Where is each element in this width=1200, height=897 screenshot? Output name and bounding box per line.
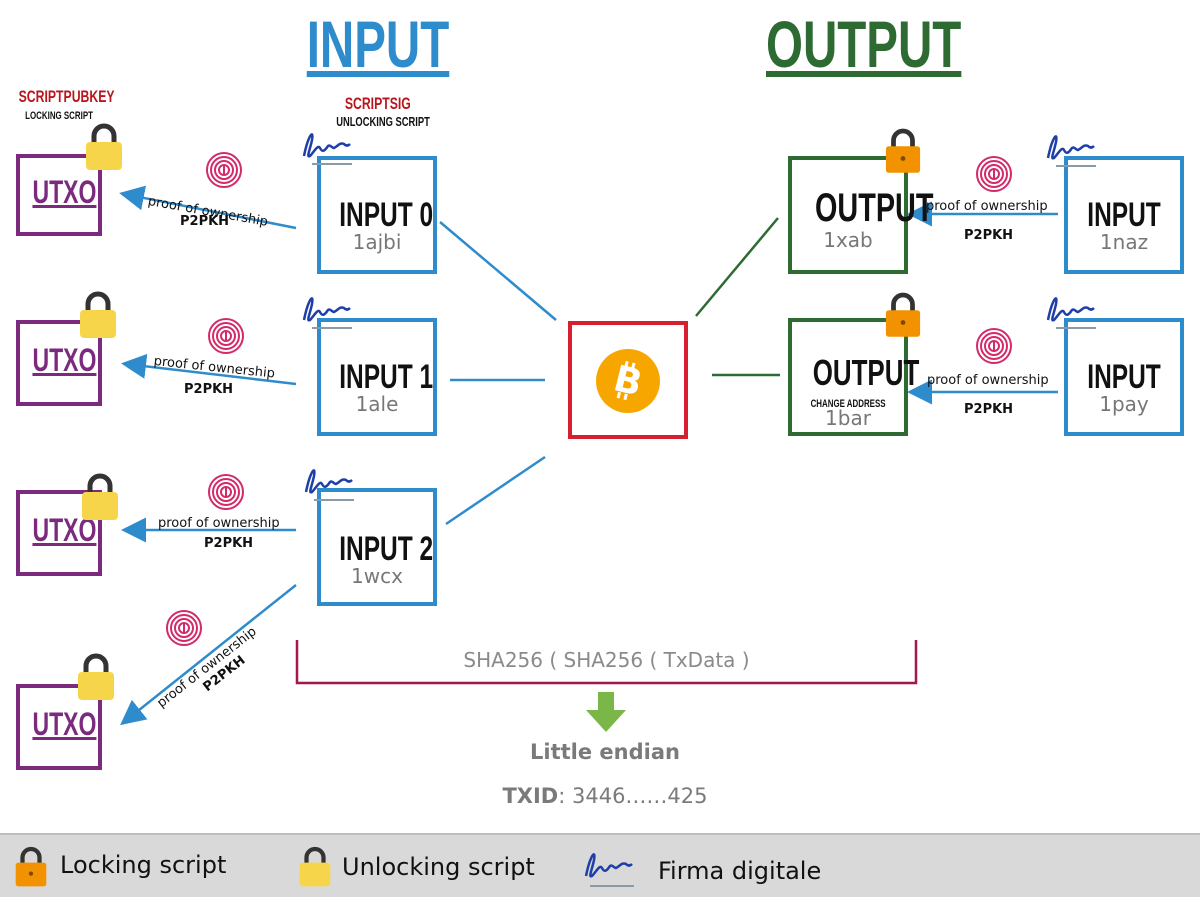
utxo-label: UTXO <box>32 706 97 742</box>
output-sublabel: CHANGE ADDRESS <box>810 398 886 410</box>
fingerprint-icon <box>206 152 242 188</box>
lock-icon <box>82 473 118 520</box>
legend-bar: Locking script Unlocking script Firma di… <box>0 833 1200 897</box>
output-box-1: OUTPUT CHANGE ADDRESS 1bar <box>788 318 919 436</box>
input-address: 1wcx <box>351 564 403 588</box>
utxo-label: UTXO <box>32 174 97 210</box>
p2pkh-label: P2PKH <box>204 536 254 551</box>
input-label: INPUT <box>1087 196 1161 234</box>
down-arrow-icon <box>586 692 626 732</box>
signature-icon <box>584 853 634 887</box>
proof-arrow-1 <box>121 353 297 386</box>
signature-icon <box>1046 297 1096 329</box>
legend-signature: Firma digitale <box>658 857 822 885</box>
scriptpubkey-title: SCRIPTPUBKEY <box>18 87 115 106</box>
input-label: INPUT 2 <box>339 530 434 568</box>
input-box-2: INPUT 2 1wcx <box>317 488 437 606</box>
bitcoin-icon: B <box>596 349 660 413</box>
lock-icon <box>80 291 116 338</box>
input-address: 1naz <box>1099 230 1149 254</box>
lock-icon <box>86 123 122 170</box>
signature-icon <box>302 133 352 165</box>
utxo-box-3: UTXO <box>16 684 102 770</box>
input-address: 1ale <box>355 392 399 416</box>
input-label: INPUT <box>1087 358 1161 396</box>
input-label: INPUT 0 <box>339 196 434 234</box>
input-heading: INPUT <box>306 7 450 81</box>
output-label: OUTPUT <box>812 352 920 393</box>
p2pkh-label: P2PKH <box>184 382 234 397</box>
proof-label: proof of ownership <box>926 199 1048 214</box>
scriptsig-subtitle: UNLOCKING SCRIPT <box>336 113 430 129</box>
proof-label: proof of ownership <box>158 516 280 531</box>
proof-label: proof of ownership <box>927 373 1049 388</box>
utxo-box-0: UTXO <box>16 154 102 236</box>
signature-icon <box>304 469 354 501</box>
proof-arrow-3 <box>120 584 297 726</box>
output-label: OUTPUT <box>815 186 934 230</box>
signature-icon <box>1046 135 1096 167</box>
output-box-0: OUTPUT 1xab <box>788 156 933 274</box>
lock-icon <box>885 292 921 337</box>
output-address: 1xab <box>823 228 873 252</box>
output-address: 1bar <box>825 406 871 430</box>
fingerprint-icon <box>166 610 202 646</box>
link-input2-tx <box>445 455 546 526</box>
proof-arrow-0 <box>119 185 297 230</box>
lock-icon <box>299 846 331 887</box>
right-input-box-0: INPUT 1naz <box>1064 156 1184 274</box>
scriptsig-title: SCRIPTSIG <box>345 94 411 113</box>
input-box-1: INPUT 1 1ale <box>317 318 437 436</box>
transaction-box: B <box>568 321 688 439</box>
signature-icon <box>302 297 352 329</box>
input-address: 1ajbi <box>352 230 402 254</box>
p2pkh-label: P2PKH <box>964 402 1014 417</box>
little-endian-label: Little endian <box>530 740 680 764</box>
input-box-0: INPUT 0 1ajbi <box>317 156 437 274</box>
hash-bracket <box>295 640 918 685</box>
link-tx-output0 <box>695 217 779 317</box>
output-heading: OUTPUT <box>765 7 962 81</box>
p2pkh-label: P2PKH <box>964 228 1014 243</box>
p2pkh-label: P2PKH <box>180 214 230 229</box>
fingerprint-icon <box>976 156 1012 192</box>
fingerprint-icon <box>976 328 1012 364</box>
lock-icon <box>885 128 921 173</box>
fingerprint-icon <box>208 318 244 354</box>
right-input-box-1: INPUT 1pay <box>1064 318 1184 436</box>
utxo-box-1: UTXO <box>16 320 102 406</box>
lock-icon <box>15 846 47 887</box>
txid-label: TXID <box>502 784 559 808</box>
fingerprint-icon <box>208 474 244 510</box>
utxo-label: UTXO <box>32 342 97 378</box>
link-input0-tx <box>439 221 557 321</box>
input-address: 1pay <box>1099 392 1149 416</box>
scriptpubkey-subtitle: LOCKING SCRIPT <box>25 109 93 122</box>
input-label: INPUT 1 <box>339 358 434 396</box>
legend-locking: Locking script <box>60 851 227 879</box>
lock-icon <box>78 653 114 700</box>
legend-unlocking: Unlocking script <box>342 853 535 881</box>
hash-formula: SHA256 ( SHA256 ( TxData ) <box>463 648 750 672</box>
txid-value: : 3446……425 <box>558 784 708 808</box>
